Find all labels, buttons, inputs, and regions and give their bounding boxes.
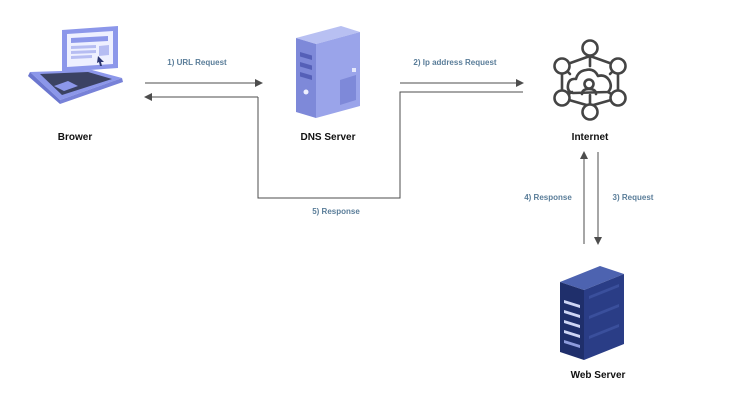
internet-label: Internet <box>571 132 609 143</box>
edge-label-web-request: 3) Request <box>612 193 654 202</box>
server-tower-icon <box>296 26 360 118</box>
edge-label-web-response: 4) Response <box>524 193 572 202</box>
edge-label-url-request: 1) URL Request <box>167 58 227 67</box>
network-cloud-icon <box>553 39 627 121</box>
browser-label: Brower <box>57 132 93 143</box>
edge-label-dns-response: 5) Response <box>312 207 360 216</box>
laptop-icon <box>28 26 123 104</box>
dns-response-loop <box>257 91 523 199</box>
rack-server-icon <box>560 266 624 360</box>
web-server-label: Web Server <box>570 370 626 381</box>
edge-label-ip-request: 2) Ip address Request <box>413 58 497 67</box>
dns-server-label: DNS Server <box>300 132 356 143</box>
